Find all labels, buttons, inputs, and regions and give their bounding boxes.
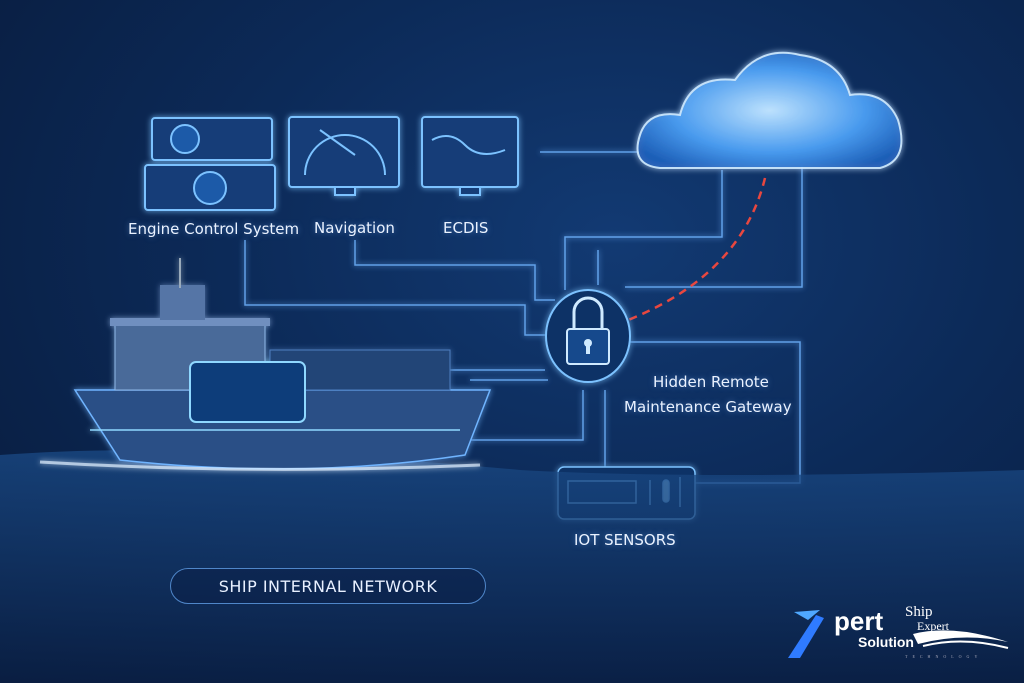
wave-icon bbox=[913, 630, 1009, 649]
ship-expert-logo: Ship Expert TECHNOLOGY bbox=[905, 604, 1009, 659]
navigation-label: Navigation bbox=[314, 219, 395, 237]
connection-lines bbox=[244, 151, 803, 484]
ecdis-label: ECDIS bbox=[443, 219, 489, 237]
sea bbox=[0, 450, 1024, 683]
engine-control-monitor-icon bbox=[144, 117, 276, 211]
ship-illustration bbox=[39, 258, 492, 471]
iot-label: IOT SENSORS bbox=[574, 531, 676, 549]
ship-internal-network-badge: SHIP INTERNAL NETWORK bbox=[170, 568, 486, 604]
gateway-label-line1: Hidden Remote bbox=[653, 373, 769, 391]
gateway-label-line2: Maintenance Gateway bbox=[624, 398, 792, 416]
engine-control-label: Engine Control System bbox=[128, 220, 300, 238]
ecdis-monitor-icon bbox=[421, 116, 519, 196]
cloud-icon bbox=[636, 51, 903, 169]
xpert-x-icon bbox=[788, 610, 824, 658]
lock-icon bbox=[545, 289, 631, 383]
navigation-monitor-icon bbox=[288, 116, 400, 196]
remote-access-link bbox=[614, 177, 767, 327]
